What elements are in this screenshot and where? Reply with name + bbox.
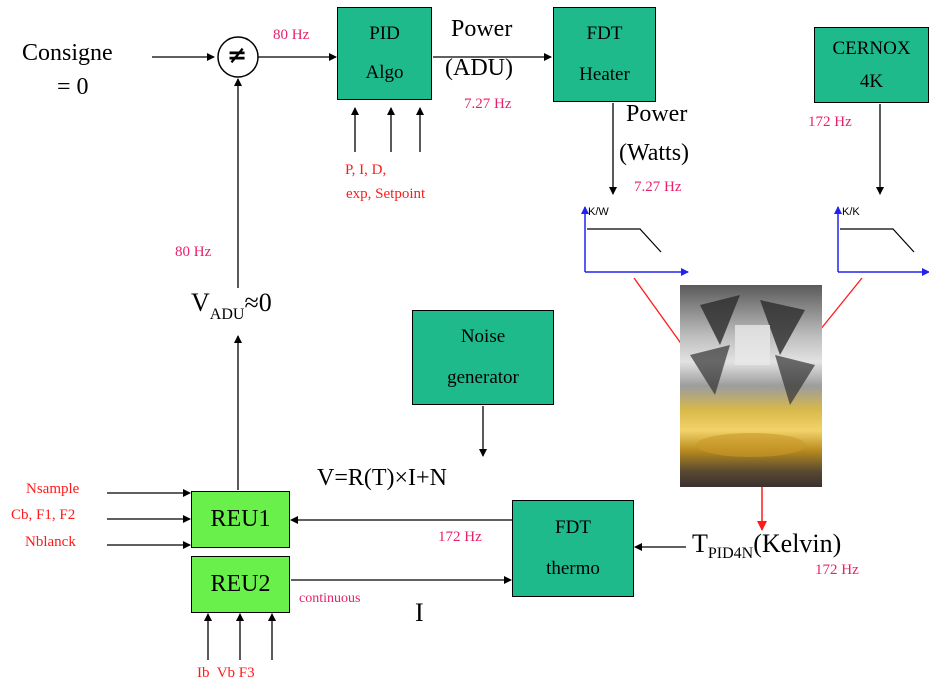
power-watts-label: Power — [626, 101, 687, 128]
vadu-v: V — [191, 288, 210, 317]
vadu-label: VADU≈0 — [191, 288, 272, 324]
fdt-thermo-subtitle: thermo — [546, 558, 600, 580]
continuous-label: continuous — [299, 591, 360, 607]
freq-172-thermo: 172 Hz — [438, 529, 482, 546]
cernox-block: CERNOX 4K — [814, 27, 929, 103]
pid-algo-block: PID Algo — [337, 7, 432, 100]
comparator-symbol: ≠ — [227, 41, 247, 69]
power-adu-unit: (ADU) — [445, 55, 513, 82]
nblanck-label: Nblanck — [25, 534, 76, 551]
reu2-label: REU2 — [211, 571, 271, 598]
freq-727-heater: 7.27 Hz — [634, 179, 682, 196]
noise-generator-block: Noise generator — [412, 310, 554, 405]
fdt-heater-subtitle: Heater — [579, 64, 630, 86]
freq-172-tpid: 172 Hz — [815, 562, 859, 579]
freq-80hz-left: 80 Hz — [175, 244, 211, 261]
power-watts-unit: (Watts) — [619, 140, 689, 167]
fdt-heater-title: FDT — [587, 23, 623, 45]
tpid-subscript: PID4N — [708, 545, 753, 562]
freq-80hz-top: 80 Hz — [273, 27, 309, 44]
cb-f1-f2-label: Cb, F1, F2 — [11, 507, 75, 524]
tf-cernox-axis-label: K/K — [842, 206, 860, 218]
nsample-label: Nsample — [26, 481, 79, 498]
consigne-value: = 0 — [57, 74, 89, 101]
tpid4n-label: TPID4N(Kelvin) — [692, 529, 841, 563]
signal-equation: V=R(T)×I+N — [317, 465, 447, 492]
cernox-subtitle: 4K — [860, 71, 883, 93]
pid-params-line1: P, I, D, — [345, 162, 386, 179]
reu1-label: REU1 — [211, 506, 271, 533]
pid-block-title: PID — [369, 23, 400, 45]
tpid-t: T — [692, 529, 708, 558]
pid-block-subtitle: Algo — [366, 62, 404, 84]
vadu-approx: ≈0 — [244, 288, 271, 317]
fdt-thermo-title: FDT — [555, 517, 591, 539]
tf-heater-axis-label: K/W — [588, 206, 609, 218]
freq-727-pid: 7.27 Hz — [464, 96, 512, 113]
power-adu-label: Power — [451, 16, 512, 43]
bottom-inputs-label: Ib Vb F3 — [197, 665, 255, 682]
pid-params-line2: exp, Setpoint — [346, 186, 425, 203]
bolometer-device-photo — [680, 285, 822, 487]
fdt-heater-block: FDT Heater — [553, 7, 656, 102]
reu2-block: REU2 — [191, 556, 290, 613]
fdt-thermo-block: FDT thermo — [512, 500, 634, 597]
freq-172-cernox: 172 Hz — [808, 114, 852, 131]
noise-title: Noise — [461, 326, 505, 348]
current-i-label: I — [415, 598, 424, 628]
reu1-block: REU1 — [191, 491, 290, 548]
noise-subtitle: generator — [447, 367, 519, 389]
cernox-title: CERNOX — [832, 38, 910, 60]
tpid-kelvin: (Kelvin) — [753, 529, 841, 558]
consigne-label: Consigne — [22, 40, 113, 67]
vadu-subscript: ADU — [210, 306, 245, 323]
